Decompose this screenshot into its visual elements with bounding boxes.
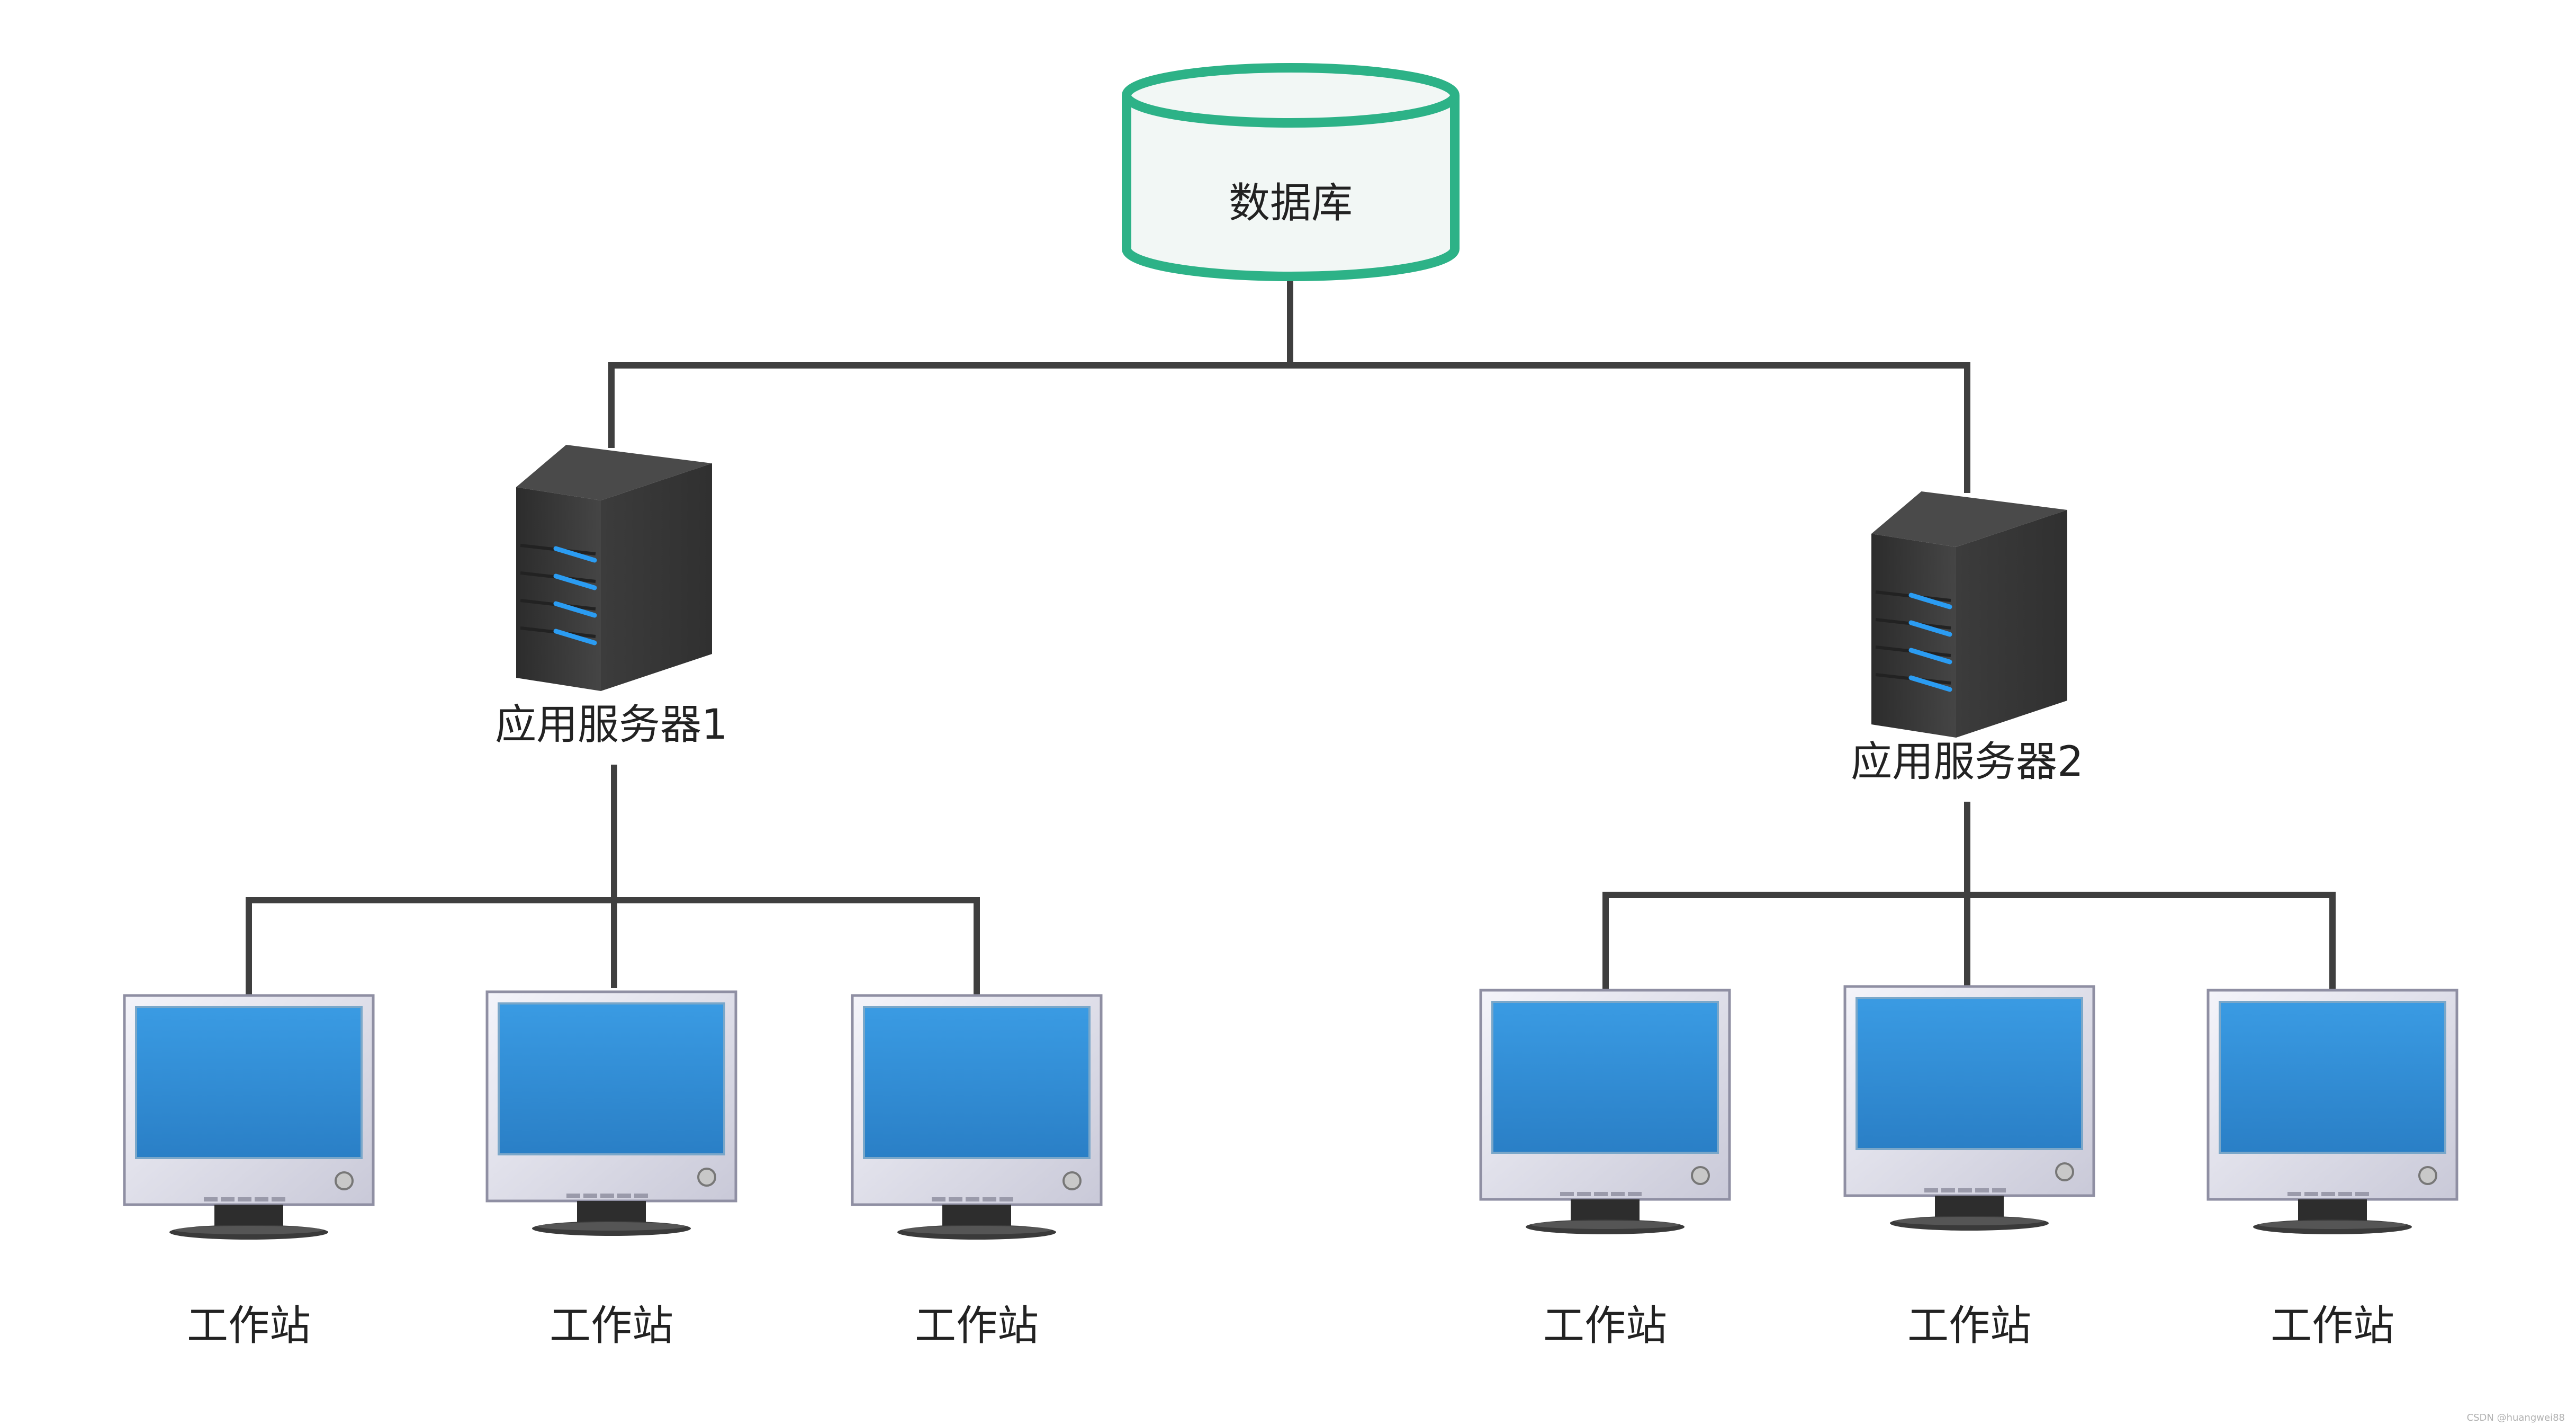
server-status-light-icon (1908, 648, 1952, 665)
watermark: CSDN @huangwei88 (2467, 1412, 2565, 1423)
connector-lines (246, 272, 2336, 999)
server-tower-icon (516, 445, 712, 691)
monitor-screen (498, 1002, 725, 1155)
workstations: 工作站 工作站 工作站 工作站 工作站 工作站 (123, 985, 2458, 1350)
server-node: 应用服务器1 (495, 445, 728, 749)
database-node: 数据库 (1122, 63, 1460, 281)
workstation-node: 工作站 (1843, 985, 2095, 1350)
monitor-icon (1479, 989, 1731, 1234)
workstation-node: 工作站 (485, 990, 737, 1350)
server-label: 应用服务器1 (495, 701, 728, 749)
workstation-label: 工作站 (187, 1302, 311, 1350)
power-button-icon (697, 1168, 716, 1187)
server-status-light-icon (553, 546, 597, 563)
power-button-icon (335, 1171, 354, 1190)
power-button-icon (2055, 1162, 2074, 1181)
workstation-label: 工作站 (1543, 1302, 1667, 1350)
monitor-screen (2219, 1001, 2446, 1154)
power-button-icon (1691, 1166, 1710, 1185)
monitor-screen (135, 1006, 363, 1159)
server-status-light-icon (553, 573, 597, 590)
server-status-light-icon (553, 629, 597, 645)
server-status-light-icon (1908, 593, 1952, 609)
workstation-node: 工作站 (851, 994, 1103, 1350)
workstation-node: 工作站 (123, 994, 375, 1350)
monitor-icon (485, 990, 737, 1236)
monitor-screen (1491, 1001, 1719, 1154)
server-status-light-icon (1908, 620, 1952, 637)
workstation-node: 工作站 (1479, 989, 1731, 1350)
monitor-icon (1843, 985, 2095, 1231)
workstation-label: 工作站 (1907, 1302, 2031, 1350)
server-tower-icon (1871, 491, 2067, 738)
server-node: 应用服务器2 (1851, 491, 2084, 786)
workstation-label: 工作站 (2271, 1302, 2394, 1350)
monitor-screen (1856, 997, 2083, 1150)
monitor-icon (851, 994, 1103, 1240)
workstation-label: 工作站 (550, 1302, 673, 1350)
workstation-label: 工作站 (915, 1302, 1039, 1350)
server-label: 应用服务器2 (1851, 738, 2084, 786)
database-cylinder-icon (1122, 63, 1460, 281)
power-button-icon (1062, 1171, 1082, 1190)
server-status-light-icon (1908, 675, 1952, 692)
workstation-node: 工作站 (2206, 989, 2458, 1350)
server-status-light-icon (553, 601, 597, 618)
monitor-screen (863, 1006, 1091, 1159)
database-label: 数据库 (1229, 180, 1353, 227)
monitor-icon (123, 994, 375, 1240)
servers: 应用服务器1 应用服务器2 (495, 445, 2084, 786)
power-button-icon (2418, 1166, 2437, 1185)
monitor-icon (2206, 989, 2458, 1234)
